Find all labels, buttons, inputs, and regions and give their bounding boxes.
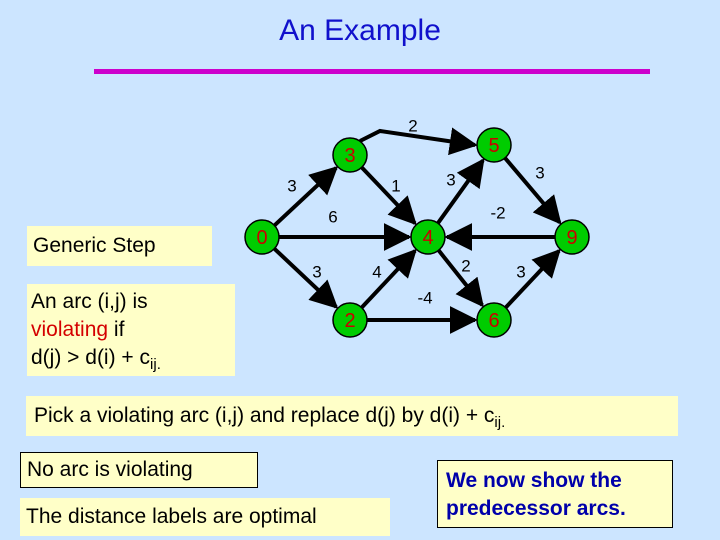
violating-subscript: ij. — [150, 356, 161, 373]
node-label-n2: 3 — [344, 145, 355, 167]
violating-condition: d(j) > d(i) + c — [31, 346, 151, 369]
pick-instruction: Pick a violating arc (i,j) and replace d… — [26, 396, 678, 436]
violating-line1: An arc (i,j) is — [31, 290, 148, 313]
node-label-n6: 6 — [488, 310, 499, 332]
title-underline — [94, 69, 650, 74]
edge-n6-n7 — [504, 248, 561, 309]
node-n1 — [244, 219, 280, 255]
node-n4 — [410, 219, 446, 255]
predecessor-line2: predecessor arcs. — [446, 497, 626, 520]
edge-label-n3-n6: -4 — [417, 289, 432, 308]
edge-n4-n5 — [436, 158, 485, 225]
edge-n2-n5 — [359, 127, 478, 156]
no-arc-violating-box: No arc is violating — [20, 452, 258, 488]
generic-step-label: Generic Step — [27, 226, 212, 266]
node-n7 — [554, 219, 590, 255]
node-n2 — [332, 137, 368, 173]
edge-n5-n7 — [503, 156, 562, 225]
edge-label-n1-n4: 6 — [328, 208, 337, 227]
edge-n1-n3 — [272, 247, 339, 309]
edge-label-n6-n7: 3 — [516, 263, 525, 282]
edge-label-n2-n5: 2 — [408, 117, 417, 136]
edge-n2-n4 — [360, 165, 417, 226]
violating-definition: An arc (i,j) is violating if d(j) > d(i)… — [27, 284, 235, 376]
node-n6 — [476, 302, 512, 338]
node-label-n5: 5 — [488, 135, 499, 157]
pick-text: Pick a violating arc (i,j) and replace d… — [34, 404, 495, 427]
node-n3 — [332, 302, 368, 338]
pick-subscript: ij. — [494, 414, 506, 431]
predecessor-line1: We now show the — [446, 469, 622, 492]
edge-label-n3-n4: 4 — [372, 263, 381, 282]
node-label-n1: 0 — [256, 227, 267, 249]
edge-label-n4-n6: 2 — [461, 257, 470, 276]
node-n5 — [476, 127, 512, 163]
edge-label-n7-n4: -2 — [490, 204, 505, 223]
violating-line3: d(j) > d(i) + cij. — [31, 344, 231, 379]
edge-n4-n6 — [437, 249, 484, 308]
node-label-n4: 4 — [422, 227, 433, 249]
edge-label-n1-n3: 3 — [312, 263, 321, 282]
predecessor-arcs-box: We now show the predecessor arcs. — [437, 460, 673, 528]
violating-word: violating — [31, 318, 109, 341]
page-title: An Example — [279, 14, 441, 47]
node-label-n7: 9 — [566, 227, 577, 249]
edge-label-n2-n4: 1 — [391, 177, 400, 196]
edge-label-n1-n2: 3 — [287, 177, 296, 196]
optimal-labels-box: The distance labels are optimal — [20, 498, 390, 536]
edge-label-n5-n7: 3 — [535, 164, 544, 183]
edge-label-n4-n5: 3 — [446, 171, 455, 190]
edge-n3-n4 — [360, 248, 417, 309]
edge-n1-n2 — [273, 166, 339, 227]
node-label-n3: 2 — [344, 310, 355, 332]
violating-line2: violating if — [31, 316, 231, 344]
violating-if: if — [108, 318, 125, 341]
